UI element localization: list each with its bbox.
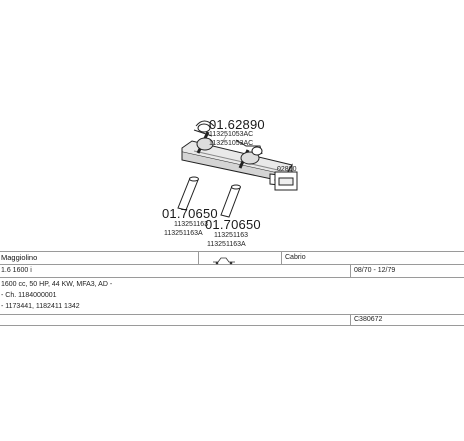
table-bottom-rule xyxy=(0,325,464,326)
table-row-rule xyxy=(0,314,464,315)
table-top-rule xyxy=(0,251,464,252)
chassis-code: - Ch. 1184000001 xyxy=(1,292,57,299)
body-type: Cabrio xyxy=(285,254,306,261)
extra-codes: - 1173441, 1182411 1342 xyxy=(1,303,80,310)
left-pipe-number: 01.70650 xyxy=(162,206,218,221)
table-col-rule xyxy=(198,251,199,264)
main-part-number: 01.62890 xyxy=(209,117,265,132)
left-pipe-icon xyxy=(177,176,199,211)
catalog-code: C380672 xyxy=(354,316,383,323)
engine-spec: 1600 cc, 50 HP, 44 KW, MFA3, AD - xyxy=(1,281,113,288)
table-col-rule xyxy=(350,264,351,277)
left-pipe-ref-2: 113251163A xyxy=(164,230,203,237)
right-pipe-ref-2: 113251163A xyxy=(207,241,246,248)
table-row-rule xyxy=(0,277,464,278)
left-pipe-ref-1: 113251163 xyxy=(174,221,208,228)
model-name: Maggiolino xyxy=(1,253,38,262)
production-years: 08/70 - 12/79 xyxy=(354,267,396,274)
hardware-bag-icon xyxy=(274,171,298,191)
table-row-rule xyxy=(0,264,464,265)
main-part-ref-2: 113251053AC xyxy=(209,140,254,147)
small-part-number: 02800 xyxy=(277,166,297,173)
main-part-ref-1: 113251053AC xyxy=(209,131,254,138)
right-pipe-ref-1: 113251163 xyxy=(214,232,248,239)
table-col-rule xyxy=(281,251,282,264)
exhaust-diagram xyxy=(177,120,298,218)
engine-size: 1.6 1600 i xyxy=(1,267,32,274)
right-pipe-icon xyxy=(220,184,241,218)
right-pipe-number: 01.70650 xyxy=(205,217,261,232)
table-col-rule xyxy=(350,314,351,325)
